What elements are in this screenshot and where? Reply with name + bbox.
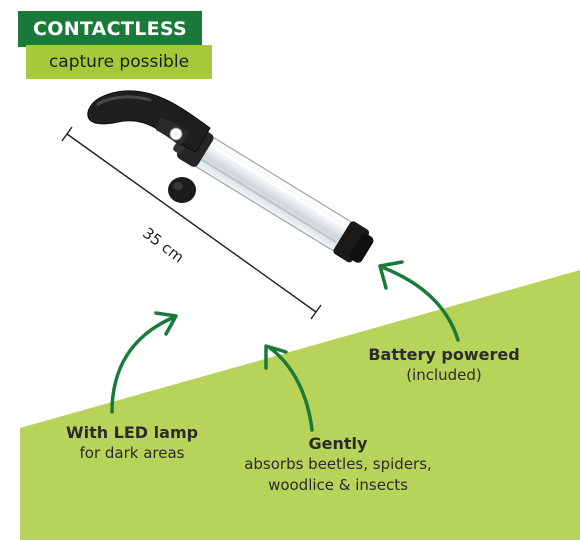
led-lamp-callout: With LED lamp for dark areas: [62, 422, 202, 464]
gently-callout-desc-line2: woodlice & insects: [268, 476, 408, 494]
length-measure-line: [61, 126, 322, 320]
battery-callout-title: Battery powered: [368, 345, 520, 364]
arrow-led: [110, 316, 174, 414]
arrow-battery: [382, 266, 460, 342]
capture-possible-badge: capture possible: [26, 45, 212, 79]
arrow-battery-head: [378, 260, 404, 290]
led-callout-title: With LED lamp: [65, 423, 199, 442]
gently-callout-title: Gently: [308, 434, 368, 453]
battery-callout-desc: (included): [406, 366, 482, 384]
bug-catcher-device: [87, 90, 374, 263]
led-callout-desc: for dark areas: [79, 444, 185, 462]
arrow-gently-head: [264, 344, 288, 370]
contactless-badge: CONTACTLESS: [18, 11, 202, 47]
arrow-led-head: [154, 311, 178, 336]
end-cap-lid: [168, 177, 196, 203]
gently-callout-desc-line1: absorbs beetles, spiders,: [244, 455, 432, 473]
gently-callout: Gently absorbs beetles, spiders, woodlic…: [222, 433, 454, 496]
battery-callout: Battery powered (included): [362, 344, 526, 386]
green-hill-background: [20, 270, 580, 540]
arrow-gently: [268, 346, 314, 432]
